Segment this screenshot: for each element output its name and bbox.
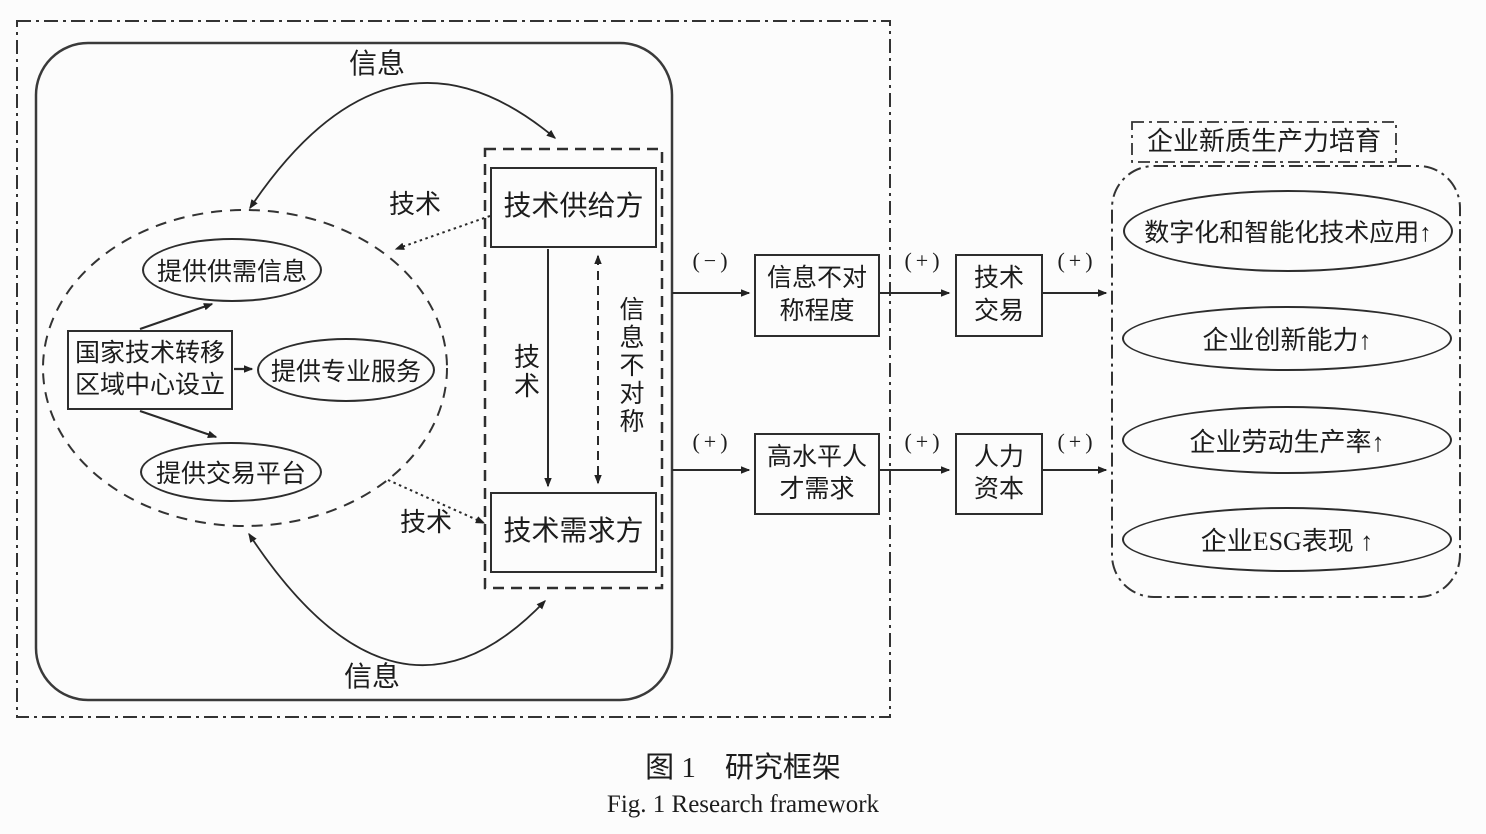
info-flow-bottom-arc-arrow xyxy=(248,532,546,667)
info-asymmetry-vertical-label: 信息不对称 xyxy=(616,296,643,436)
arrow-center-to-info-function xyxy=(139,302,214,331)
national-center-line2: 区域中心设立 xyxy=(74,372,225,399)
function-ellipse-supply-demand-info: 提供供需信息 xyxy=(142,238,322,302)
sign-plus-1: (+) xyxy=(904,248,944,274)
function-ellipse-trading-platform: 提供交易平台 xyxy=(140,442,322,502)
center-cluster-dashed-ellipse xyxy=(42,209,448,527)
tech-transaction-box: 技术 交易 xyxy=(955,254,1043,337)
figure-caption-en: Fig. 1 Research framework xyxy=(606,791,880,818)
sign-plus-2: (+) xyxy=(1057,248,1097,274)
sign-plus-3: (+) xyxy=(692,429,732,455)
tech-label-bottom: 技术 xyxy=(399,507,452,537)
info-label-top: 信息 xyxy=(348,48,405,80)
market-cluster-dashed-rect xyxy=(483,147,664,590)
info-flow-top-arc-arrow xyxy=(249,82,557,210)
outcomes-dashdot-container xyxy=(1111,165,1461,598)
arrow-center-to-platform-function xyxy=(139,409,218,439)
human-capital-box: 人力 资本 xyxy=(955,433,1043,515)
national-center-line1: 国家技术转移 xyxy=(74,339,225,367)
outcome-ellipse-esg: 企业ESG表现 ↑ xyxy=(1122,507,1452,572)
talent-demand-line1: 高水平人 xyxy=(766,443,867,471)
tech-transaction-line1: 技术 xyxy=(973,265,1024,292)
human-capital-line1: 人力 xyxy=(973,443,1024,471)
inner-rounded-container xyxy=(34,41,674,702)
outcome-ellipse-innovation: 企业创新能力↑ xyxy=(1122,306,1452,371)
sign-plus-4: (+) xyxy=(904,429,944,455)
function-ellipse-professional-service: 提供专业服务 xyxy=(257,338,435,402)
tech-label-top: 技术 xyxy=(388,189,441,219)
national-center-box: 国家技术转移 区域中心设立 xyxy=(67,330,233,410)
outcome-ellipse-labor-productivity: 企业劳动生产率↑ xyxy=(1122,406,1452,474)
info-asymmetry-degree-box: 信息不对 称程度 xyxy=(754,254,880,337)
info-label-bottom: 信息 xyxy=(343,661,400,693)
human-capital-line2: 资本 xyxy=(973,476,1024,503)
info-asymmetry-degree-line2: 称程度 xyxy=(779,297,855,325)
figure-caption-zh: 图 1 研究框架 xyxy=(645,752,841,784)
tech-demander-box: 技术需求方 xyxy=(490,492,657,573)
talent-demand-box: 高水平人 才需求 xyxy=(754,433,880,515)
sign-minus: (−) xyxy=(692,248,732,274)
outcome-ellipse-digital-tech: 数字化和智能化技术应用↑ xyxy=(1123,190,1453,272)
tech-dotted-arrow-supplier-to-center xyxy=(394,215,491,250)
talent-demand-line2: 才需求 xyxy=(779,476,855,503)
info-asymmetry-degree-line1: 信息不对 xyxy=(766,265,867,292)
sign-plus-5: (+) xyxy=(1057,429,1097,455)
outcomes-title-box xyxy=(1131,121,1397,163)
outcomes-title: 企业新质生产力培育 xyxy=(1146,126,1381,156)
outer-dashdot-border xyxy=(16,20,891,718)
tech-supplier-box: 技术供给方 xyxy=(490,167,657,248)
tech-transaction-line2: 交易 xyxy=(973,297,1024,325)
tech-vertical-label: 技术 xyxy=(510,343,540,401)
